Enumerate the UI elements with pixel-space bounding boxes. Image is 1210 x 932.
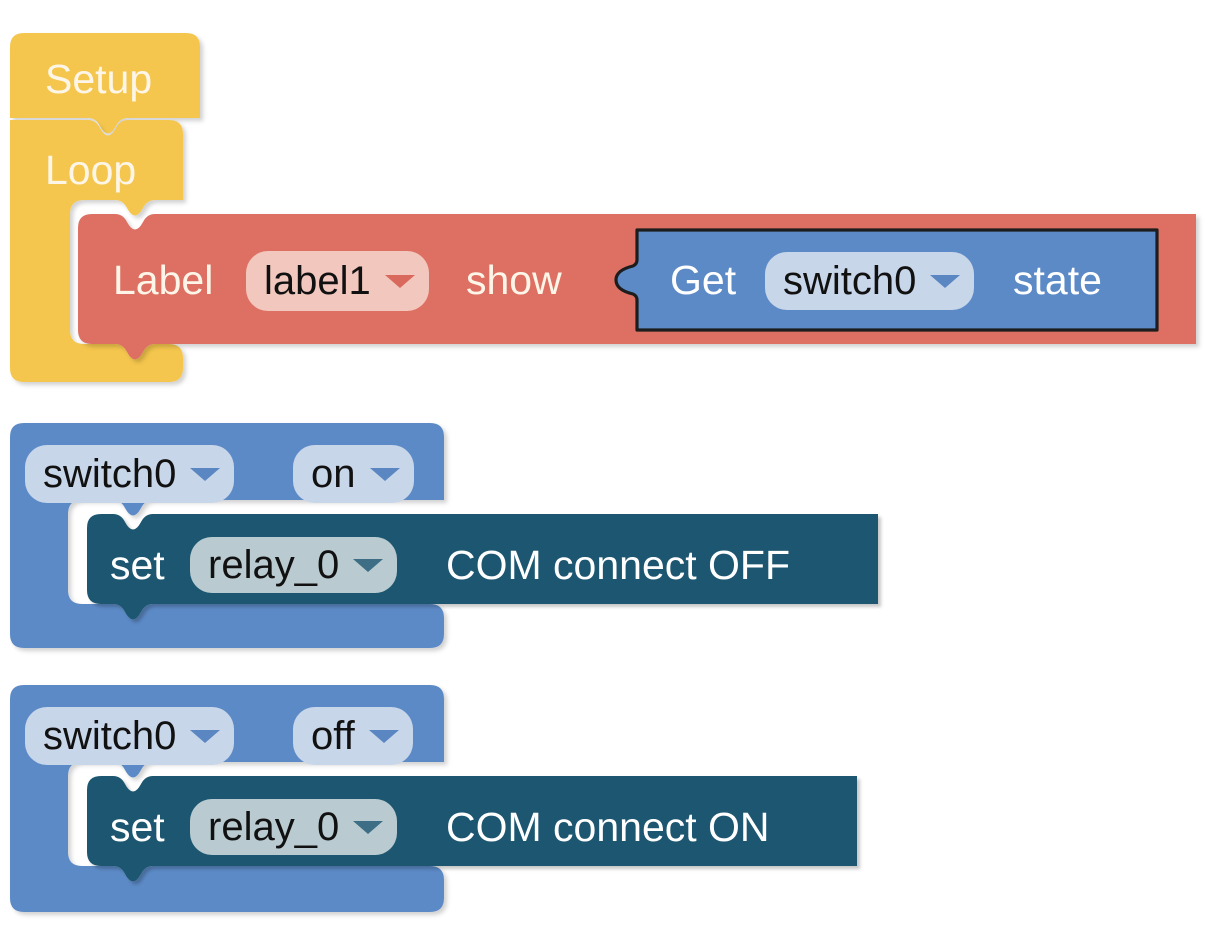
- loop-block[interactable]: [10, 120, 183, 382]
- relay-dropdown-on-value: relay_0: [208, 805, 340, 849]
- chevron-down-icon: [190, 467, 221, 481]
- relay-dropdown-on[interactable]: relay_0: [190, 799, 398, 855]
- switch-source-dropdown[interactable]: switch0: [25, 445, 235, 503]
- switch-dropdown[interactable]: switch0: [765, 252, 975, 310]
- relay-dropdown-off-value: relay_0: [208, 543, 340, 587]
- switch-source-dropdown-2-value: switch0: [43, 714, 177, 758]
- switch-state-dropdown-value: on: [311, 452, 356, 496]
- switch-state-dropdown[interactable]: on: [293, 445, 414, 503]
- chevron-down-icon: [384, 274, 415, 288]
- chevron-down-icon: [369, 467, 400, 481]
- chevron-down-icon: [353, 558, 384, 572]
- switch-state-dropdown-2[interactable]: off: [293, 707, 413, 765]
- switch-state-dropdown-2-value: off: [311, 714, 355, 758]
- chevron-down-icon: [353, 820, 384, 834]
- switch-source-dropdown-2[interactable]: switch0: [25, 707, 235, 765]
- relay-dropdown-off[interactable]: relay_0: [190, 537, 398, 593]
- switch-dropdown-value: switch0: [783, 259, 917, 303]
- chevron-down-icon: [930, 274, 961, 288]
- chevron-down-icon: [190, 729, 221, 743]
- setup-block[interactable]: [10, 33, 200, 134]
- switch-source-dropdown-value: switch0: [43, 452, 177, 496]
- label-name-dropdown[interactable]: label1: [246, 251, 429, 311]
- chevron-down-icon: [368, 729, 399, 743]
- label-name-dropdown-value: label1: [264, 259, 371, 303]
